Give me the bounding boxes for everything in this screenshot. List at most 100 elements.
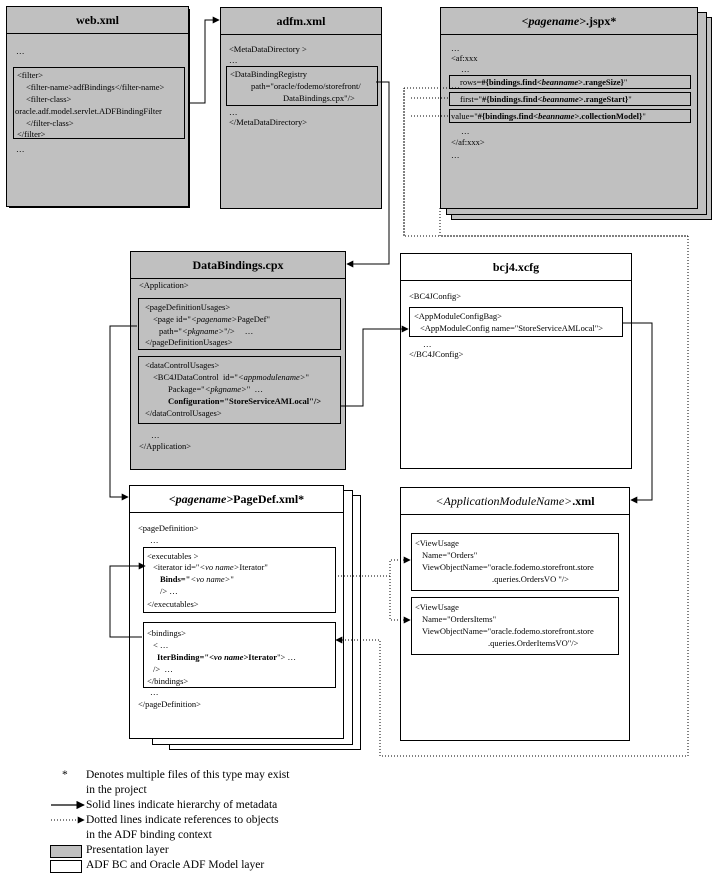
dc-appmodulename: <appmodulename> [237,372,306,382]
iterator-id-suffix: Iterator" [239,562,268,572]
cpx-ellipsis: … [151,430,160,440]
adfm-registry-open: <DataBindingRegistry [230,69,308,79]
jspx-af-open: <af:xxx [451,53,478,63]
adfm-registry-block: <DataBindingRegistry path="oracle/fodemo… [226,66,378,106]
value-quote: " [642,111,646,121]
jspx-title-ext: .jspx* [586,14,617,28]
legend-gray-text: Presentation layer [86,844,169,856]
binds-voname: <vo name> [190,574,231,584]
viewusage-orders-block: <ViewUsage Name="Orders" ViewObjectName=… [411,533,619,591]
page-id-suffix: PageDef" [237,314,270,324]
cpx-dc-package: Package="<pkgname>" … [168,383,263,395]
pagedef-executables-block: <executables > <iterator id="<vo name>It… [143,547,336,613]
iterbinding-suffix: Iterator [248,652,278,662]
web-ellipsis-top: … [16,46,25,56]
first-quote: " [628,94,632,104]
jspx-ellipsis-1: … [451,43,460,53]
web-filter-close: </filter> [17,129,46,139]
legend-dotted-arrow-icon [51,816,85,824]
adfm-registry-file: DataBindings.cpx"/> [283,93,355,103]
pagedef-ellipsis-1: … [150,535,159,545]
rows-label: rows= [460,77,482,87]
pagedef-title-name: <pagename> [168,492,234,506]
first-expr-b: >.rangeStart} [578,94,629,104]
value-label: value=" [451,111,478,121]
bindings-open: <bindings> [147,628,186,638]
vu-orders-open: <ViewUsage [415,538,459,548]
executables-open: <executables > [147,551,199,561]
pagedef-open: <pageDefinition> [138,523,199,533]
vu-orders-voname-2: .queries.OrdersVO "/> [492,574,569,584]
vu-orderitems-name: Name="OrdersItems" [422,614,497,624]
web-filter-block: <filter> <filter-name>adfBindings</filte… [13,67,185,139]
web-filter-class-close: </filter-class> [26,118,74,128]
appmodule-divider [401,514,629,515]
bindings-close: </bindings> [147,676,189,686]
rows-beanname: beanname [541,77,579,87]
iterbinding-close: "> … [277,652,296,662]
rows-expr-a: #{bindings.find< [481,77,542,87]
iterator-id: <iterator id="<vo name>Iterator" [153,561,268,573]
dc-id-attr: <BC4JDataControl id=" [153,372,238,382]
bcj4-title: bcj4.xcfg [492,260,540,274]
legend-dotted-text-1: Dotted lines indicate references to obje… [86,814,279,826]
jspx-rows-attr: rows=#{bindings.find<beanname>.rangeSize… [449,75,691,89]
cpx-box: DataBindings.cpx <Application> <pageDefi… [130,251,346,470]
page-id-attr: <page id=" [153,314,191,324]
page-path-ellipsis: … [244,326,254,336]
bcj4-config-close: </BC4JConfig> [409,349,464,359]
dc-id-quote: " [305,372,309,382]
binds-quote: " [230,574,234,584]
vu-orderitems-open: <ViewUsage [415,602,459,612]
bcj4-bag-block: <AppModuleConfigBag> <AppModuleConfig na… [409,307,623,337]
cpx-application-open: <Application> [139,280,189,290]
first-expr-a: #{bindings.find< [481,94,543,104]
value-expr-a: #{bindings.find< [477,111,539,121]
bindings-item-close: /> … [153,664,173,674]
dc-package-rest: " … [246,384,263,394]
page-path-close: "/> [224,326,235,336]
vu-orders-name: Name="Orders" [422,550,478,560]
pagedef-close: </pageDefinition> [138,699,201,709]
jspx-first-text: first="#{bindings.find<beanname>.rangeSt… [460,93,632,105]
pagedef-title: <pagename>PageDef.xml* [130,486,343,512]
legend-gray-swatch [50,845,82,858]
first-beanname: beanname [542,94,579,104]
iterator-id-attr: <iterator id=" [153,562,200,572]
cpx-bc4j-datacontrol: <BC4JDataControl id="<appmodulename>" [153,371,309,383]
bindings-item: < … [153,640,169,650]
vu-orders-voname: ViewObjectName="oracle.fodemo.storefront… [422,562,594,572]
legend-star-text-2: in the project [86,784,147,796]
cpx-dcu-open: <dataControlUsages> [145,360,220,370]
appmodule-title-name: <ApplicationModuleName> [435,494,573,508]
page-path-attr: path=" [159,326,182,336]
cpx-pdu-close: </pageDefinitionUsages> [145,337,233,347]
jspx-ellipsis-2: … [461,64,470,74]
iterator-close: /> … [160,586,178,596]
cpx-pdu-open: <pageDefinitionUsages> [145,302,231,312]
adfm-ellipsis-2: … [229,107,238,117]
jspx-value-text: value="#{bindings.find<beanname>.collect… [451,110,646,122]
adfm-metadata-open: <MetaDataDirectory > [229,44,307,54]
iterbinding-attr: IterBinding=" [157,652,210,662]
cpx-datacontrol-usages-block: <dataControlUsages> <BC4JDataControl id=… [138,356,341,424]
arrow-cpx-to-bcj4 [340,325,409,407]
web-filter-name: <filter-name>adfBindings</filter-name> [26,82,165,92]
pagedef-ellipsis-2: … [150,687,159,697]
pagedef-divider [130,512,343,513]
web-ellipsis-bottom: … [16,144,25,154]
bcj4-appmodule-config: <AppModuleConfig name="StoreServiceAMLoc… [420,323,604,333]
cpx-divider [131,278,345,279]
adfm-registry-path: path="oracle/fodemo/storefront/ [251,81,361,91]
dc-package-attr: Package=" [168,384,205,394]
rows-expr-b: >.rangeSize} [578,77,624,87]
bcj4-config-open: <BC4JConfig> [409,291,462,301]
cpx-title: DataBindings.cpx [192,258,284,272]
legend-white-text: ADF BC and Oracle ADF Model layer [86,859,265,871]
vu-orderitems-voname-2: .queries.OrderItemsVO"/> [488,638,579,648]
jspx-rows-text: rows=#{bindings.find<beanname>.rangeSize… [460,76,627,88]
cpx-application-close: </Application> [139,441,192,451]
page-id-pagename: <pagename> [190,314,238,324]
page-path-pkgname: <pkgname> [181,326,225,336]
pagedef-box: <pagename>PageDef.xml* <pageDefinition> … [129,485,344,739]
